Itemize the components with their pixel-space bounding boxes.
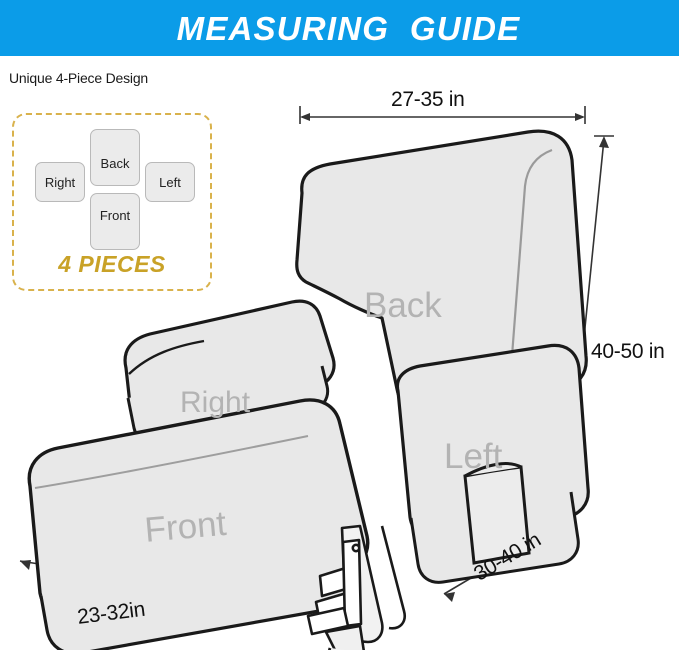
chair-part-label-right: Right: [180, 386, 251, 419]
chair-right-armrest-crease: [128, 339, 205, 375]
legend-chip-left-label: Left: [159, 174, 181, 190]
chair-part-label-front: Front: [143, 503, 228, 550]
four-piece-legend: Back Right Left Front 4 PIECES: [12, 113, 212, 291]
recliner-mechanism: [306, 524, 384, 650]
pieces-count-label: 4 PIECES: [58, 251, 166, 277]
legend-chip-right: Right: [35, 162, 85, 202]
legend-chip-front-label: Front: [99, 208, 131, 223]
page-title: MEASURING GUIDE: [176, 9, 521, 47]
recliner-diagram: Back Right Left Front: [0, 56, 679, 650]
header-banner: MEASURING GUIDE: [0, 0, 679, 56]
chair-base-edge: [380, 525, 406, 630]
legend-chip-right-label: Right: [44, 174, 76, 190]
legend-chip-back-label: Back: [100, 156, 130, 171]
dimension-label-width-top: 27-35 in: [391, 88, 465, 111]
dimension-line-width-top: [299, 106, 586, 124]
chair-seat-seam: [34, 435, 309, 489]
legend-chip-left: Left: [145, 162, 195, 202]
chair-part-label-back: Back: [364, 286, 442, 325]
legend-chip-back: Back: [90, 129, 140, 186]
subtitle-text: Unique 4-Piece Design: [9, 70, 148, 86]
recliner-line-drawing: [19, 106, 614, 650]
side-pocket: [463, 462, 531, 565]
chair-part-label-left: Left: [444, 437, 503, 476]
chair-back-crease: [510, 148, 553, 357]
legend-chip-front: Front: [90, 193, 140, 250]
dimension-label-height-right: 40-50 in: [591, 340, 665, 363]
